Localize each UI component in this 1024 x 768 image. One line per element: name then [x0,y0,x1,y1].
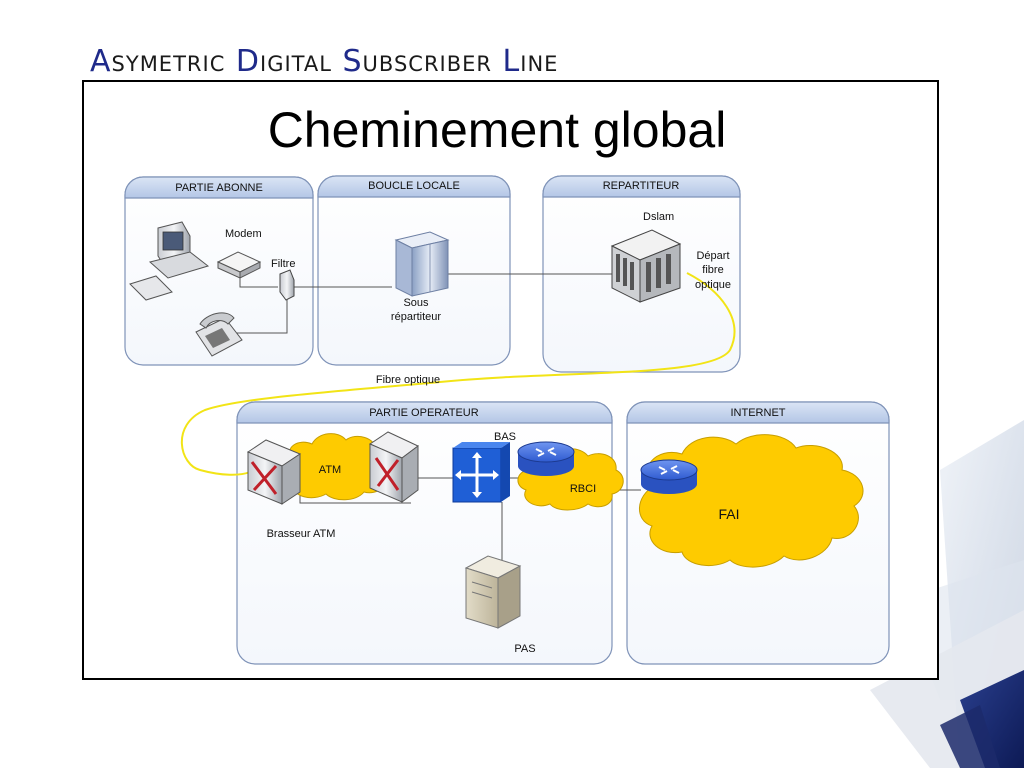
dslam-icon [610,229,682,303]
sub-distribution-cabinet-icon [394,231,450,297]
label-rbci: RBCI [570,483,596,495]
title-word-3: Subscriber [342,44,492,79]
filter-icon [279,269,295,301]
atm-switch-right-icon [368,431,419,503]
label-fibre-optique: Fibre optique [376,374,440,386]
computer-icon [129,221,210,301]
network-diagram: Cheminement global PARTIE ABONNE BOUCLE … [124,102,890,665]
label-modem: Modem [225,228,262,240]
bas-switch-icon [452,442,510,503]
pas-server-icon [464,555,522,629]
label-repartiteur-sub: répartiteur [391,311,441,323]
label-fibre: fibre [702,264,723,276]
label-pas: PAS [514,643,535,655]
panel-title-internet: INTERNET [731,407,786,419]
label-fai: FAI [718,506,739,522]
slide-title: Asymetric Digital Subscriber Line Asymet… [90,44,559,111]
fiber-optic-cable [180,272,736,476]
panel-title-operateur: PARTIE OPERATEUR [369,407,478,419]
label-filtre: Filtre [271,258,295,270]
atm-switch-left-icon [246,439,302,505]
rbci-router-icon [517,441,575,476]
panel-title-boucle: BOUCLE LOCALE [368,180,460,192]
label-bas: BAS [494,431,516,443]
title-word-2: Digital [235,44,332,79]
label-brasseur: Brasseur ATM [267,528,336,540]
label-sous: Sous [403,297,429,309]
telephone-icon [195,312,243,357]
label-atm: ATM [319,464,341,476]
label-dslam: Dslam [643,211,674,223]
title-word-1: Asymetric [90,44,226,79]
panel-title-abonne: PARTIE ABONNE [175,182,263,194]
panel-title-repartiteur: REPARTITEUR [603,180,680,192]
fai-router-icon [640,459,698,494]
modem-icon [216,251,262,279]
slide-heading: Cheminement global [268,102,727,158]
label-depart: Départ [696,250,729,262]
label-optique: optique [695,279,731,291]
title-word-4: Line [502,44,559,79]
